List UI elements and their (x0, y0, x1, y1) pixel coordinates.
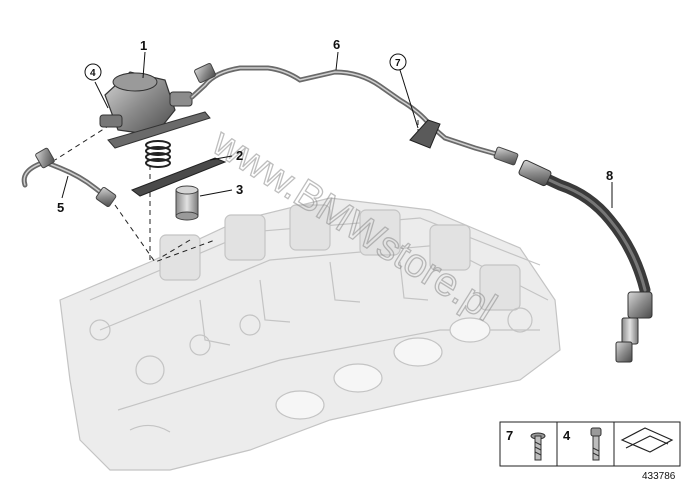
callouts (61, 51, 613, 208)
legend-item-7: 7 (506, 428, 513, 443)
cylinder-head (59, 197, 561, 471)
direction-arrow-icon (620, 427, 674, 453)
callout-7: 7 (395, 58, 401, 69)
assembly-guide-lines (54, 120, 419, 263)
part-6-fuel-line (189, 63, 519, 166)
callout-3: 3 (236, 182, 243, 197)
legend-item-4: 4 (563, 428, 571, 443)
bolt-icon (590, 427, 602, 461)
part-8-fuel-hose (518, 159, 653, 363)
callout-7-circle: 7 (389, 53, 407, 71)
diagram-number: 433786 (642, 471, 676, 482)
part-1-high-pressure-pump (99, 71, 211, 168)
callout-1: 1 (140, 38, 147, 53)
callout-6: 6 (333, 37, 340, 52)
legend-box: 7 4 (499, 421, 681, 467)
part-5-fuel-line (21, 147, 117, 208)
part-2-gasket (130, 157, 227, 197)
callout-2: 2 (236, 148, 243, 163)
callout-8: 8 (606, 168, 613, 183)
screw-icon (530, 432, 546, 461)
callout-5: 5 (57, 200, 64, 215)
part-3-tappet (175, 185, 199, 221)
callout-4: 4 (90, 68, 96, 79)
callout-4-circle: 4 (84, 63, 102, 81)
